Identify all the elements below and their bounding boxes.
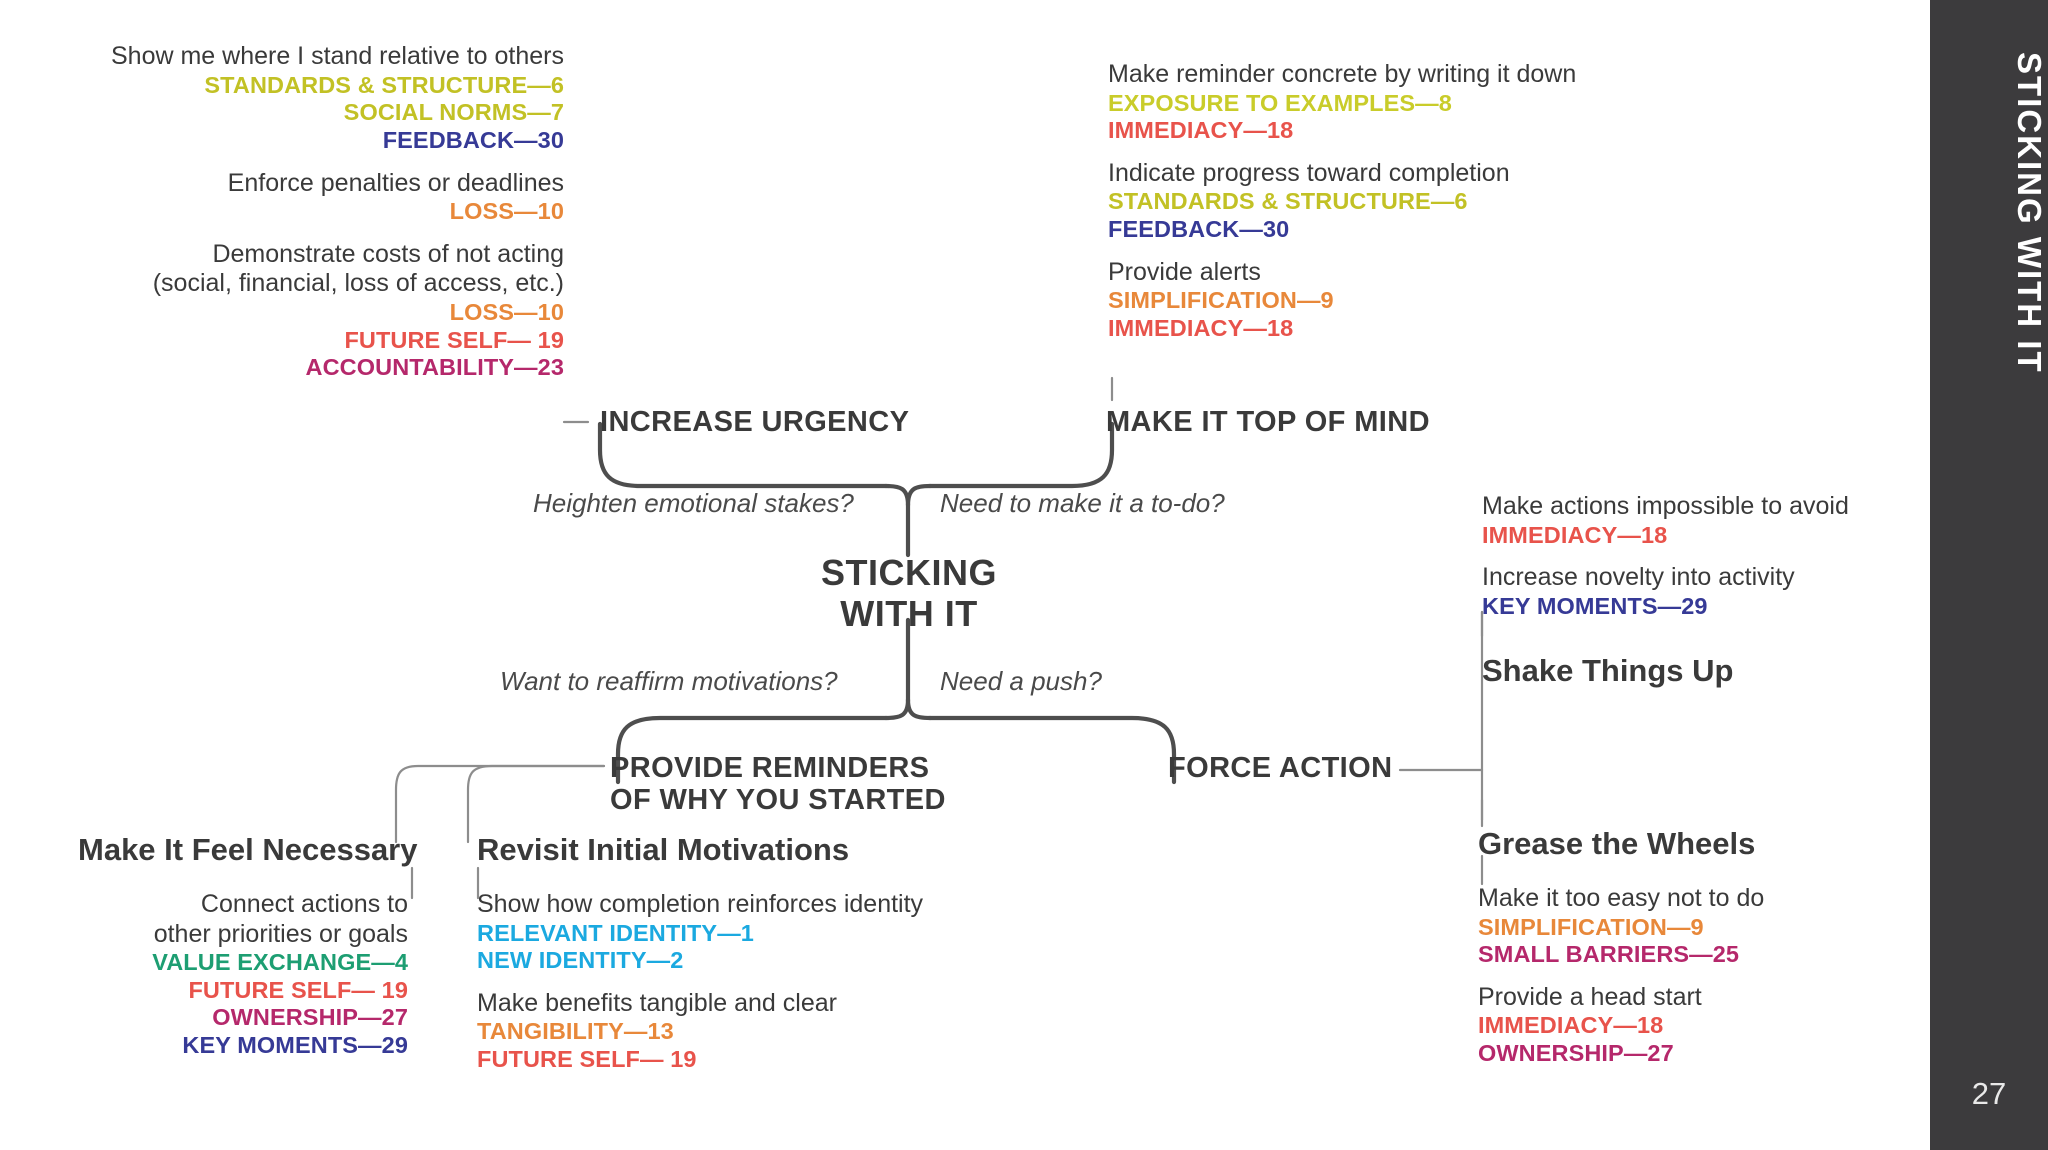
item-statement: Demonstrate costs of not acting xyxy=(212,239,564,268)
item-tag: RELEVANT IDENTITY—1 xyxy=(477,919,754,946)
make-it-feel-necessary-items: Connect actions to other priorities or g… xyxy=(40,890,408,1060)
item-tag: IMMEDIACY—18 xyxy=(1108,117,1294,144)
revisit-initial-motivations-items: Show how completion reinforces identity … xyxy=(477,890,997,1074)
center-node-line1: STICKING xyxy=(820,552,997,593)
item-tag: FUTURE SELF— 19 xyxy=(188,976,408,1003)
item-statement: Make it too easy not to do xyxy=(1478,884,1765,912)
item-statement: Make benefits tangible and clear xyxy=(477,988,837,1017)
branch-heading-make-it-top-of-mind[interactable]: MAKE IT TOP OF MIND xyxy=(1106,406,1430,438)
item-group: Show me where I stand relative to others… xyxy=(60,42,564,155)
item-group: Make reminder concrete by writing it dow… xyxy=(1108,60,1668,145)
question-label-heighten-emotional-stakes: Heighten emotional stakes? xyxy=(533,488,854,518)
item-statement: Make actions impossible to avoid xyxy=(1482,492,1849,520)
item-tag: STANDARDS & STRUCTURE—6 xyxy=(1108,188,1468,215)
subgroup-title-revisit-initial-motivations[interactable]: Revisit Initial Motivations xyxy=(477,832,850,867)
item-tag: FEEDBACK—30 xyxy=(382,126,564,153)
item-group: Show how completion reinforces identity … xyxy=(477,890,997,975)
branch-heading-line1: PROVIDE REMINDERS xyxy=(610,752,930,784)
shake-things-up-items: Make actions impossible to avoid IMMEDIA… xyxy=(1482,492,1922,620)
item-group: Make actions impossible to avoid IMMEDIA… xyxy=(1482,492,1922,549)
subgroup-title-shake-things-up[interactable]: Shake Things Up xyxy=(1482,653,1734,688)
question-label-need-to-make-it-a-to-do: Need to make it a to-do? xyxy=(940,488,1225,518)
item-tag: OWNERSHIP—27 xyxy=(212,1004,408,1031)
item-group: Make it too easy not to do SIMPLIFICATIO… xyxy=(1478,884,1918,969)
item-tag: STANDARDS & STRUCTURE—6 xyxy=(204,71,564,98)
item-group: Increase novelty into activity KEY MOMEN… xyxy=(1482,563,1922,620)
item-tag: IMMEDIACY—18 xyxy=(1482,521,1668,548)
center-node[interactable]: STICKING WITH IT xyxy=(744,552,1074,634)
item-tag: NEW IDENTITY—2 xyxy=(477,947,684,974)
item-tag: FUTURE SELF— 19 xyxy=(344,326,564,353)
item-statement: (social, financial, loss of access, etc.… xyxy=(152,269,564,298)
item-group: Indicate progress toward completion STAN… xyxy=(1108,159,1668,244)
item-statement: Connect actions to xyxy=(200,890,408,918)
page-number: 27 xyxy=(1971,1076,2007,1111)
item-tag: VALUE EXCHANGE—4 xyxy=(152,949,408,975)
center-node-line2: WITH IT xyxy=(840,593,978,635)
item-tag: FUTURE SELF— 19 xyxy=(477,1046,697,1073)
item-tag: KEY MOMENTS—29 xyxy=(182,1032,408,1059)
item-statement: Increase novelty into activity xyxy=(1482,563,1795,592)
item-tag: SIMPLIFICATION—9 xyxy=(1478,913,1704,940)
item-group: Provide alerts SIMPLIFICATION—9 IMMEDIAC… xyxy=(1108,258,1668,343)
branch-heading-force-action[interactable]: FORCE ACTION xyxy=(1168,752,1393,784)
question-label-need-a-push: Need a push? xyxy=(940,666,1102,696)
branch-heading-line2: OF WHY YOU STARTED xyxy=(610,784,946,817)
item-tag: KEY MOMENTS—29 xyxy=(1482,592,1708,619)
item-group: Enforce penalties or deadlines LOSS—10 xyxy=(60,169,564,226)
item-tag: LOSS—10 xyxy=(449,298,564,325)
item-group: Provide a head start IMMEDIACY—18 OWNERS… xyxy=(1478,983,1918,1068)
item-tag: FEEDBACK—30 xyxy=(1108,216,1290,243)
question-label-want-to-reaffirm-motivations: Want to reaffirm motivations? xyxy=(500,666,838,696)
make-it-top-of-mind-items: Make reminder concrete by writing it dow… xyxy=(1108,60,1668,343)
item-tag: TANGIBILITY—13 xyxy=(477,1018,674,1045)
item-tag: SOCIAL NORMS—7 xyxy=(343,99,564,126)
item-statement: Indicate progress toward completion xyxy=(1108,158,1510,187)
increase-urgency-items: Show me where I stand relative to others… xyxy=(60,42,564,382)
sidebar-title: STICKING WITH IT xyxy=(2011,52,2048,374)
item-tag: IMMEDIACY—18 xyxy=(1478,1012,1664,1039)
sidebar: STICKING WITH IT 27 xyxy=(1930,0,2048,1150)
item-group: Make benefits tangible and clear TANGIBI… xyxy=(477,989,997,1074)
item-tag: EXPOSURE TO EXAMPLES—8 xyxy=(1108,89,1452,116)
item-statement: Enforce penalties or deadlines xyxy=(227,168,564,197)
item-tag: SMALL BARRIERS—25 xyxy=(1478,941,1740,968)
item-tag: ACCOUNTABILITY—23 xyxy=(305,354,564,381)
item-group: Demonstrate costs of not acting (social,… xyxy=(60,240,564,382)
item-statement: other priorities or goals xyxy=(153,919,408,948)
item-statement: Provide alerts xyxy=(1108,257,1261,286)
item-statement: Show how completion reinforces identity xyxy=(477,890,924,918)
item-tag: LOSS—10 xyxy=(449,198,564,225)
branch-heading-increase-urgency[interactable]: INCREASE URGENCY xyxy=(600,406,910,438)
item-statement: Show me where I stand relative to others xyxy=(110,42,564,70)
grease-the-wheels-items: Make it too easy not to do SIMPLIFICATIO… xyxy=(1478,884,1918,1068)
item-statement: Provide a head start xyxy=(1478,982,1702,1011)
subgroup-title-make-it-feel-necessary[interactable]: Make It Feel Necessary xyxy=(78,832,418,867)
item-tag: OWNERSHIP—27 xyxy=(1478,1040,1674,1067)
item-statement: Make reminder concrete by writing it dow… xyxy=(1108,60,1577,88)
branch-heading-provide-reminders[interactable]: PROVIDE REMINDERS OF WHY YOU STARTED xyxy=(610,752,946,817)
item-tag: IMMEDIACY—18 xyxy=(1108,315,1294,342)
item-group: Connect actions to other priorities or g… xyxy=(40,890,408,1060)
item-tag: SIMPLIFICATION—9 xyxy=(1108,287,1334,314)
subgroup-title-grease-the-wheels[interactable]: Grease the Wheels xyxy=(1478,826,1756,861)
